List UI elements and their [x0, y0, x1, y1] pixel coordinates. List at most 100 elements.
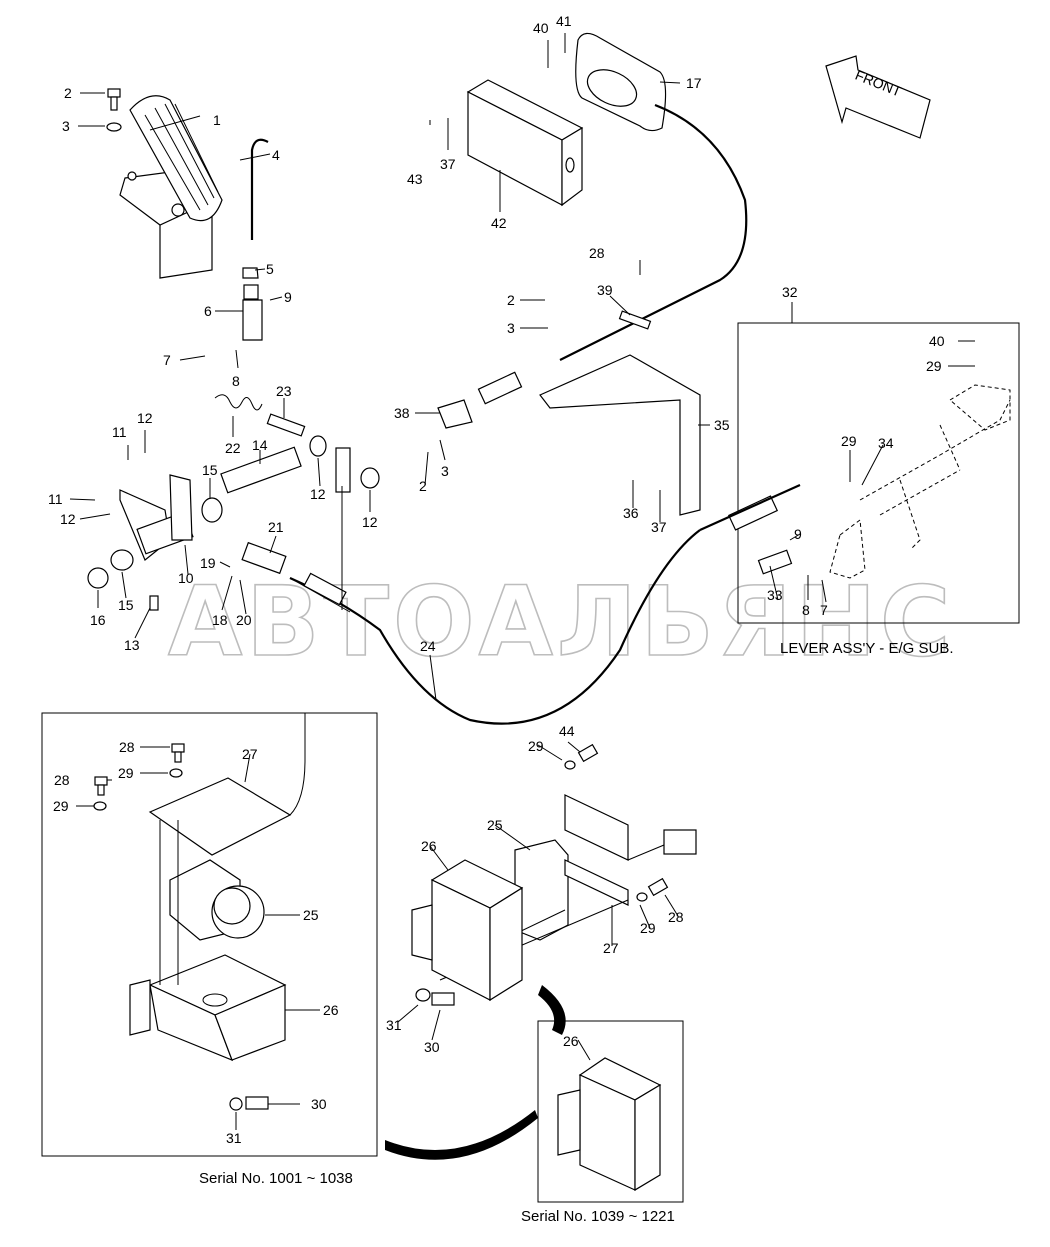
callout-28: 28	[119, 739, 135, 755]
cable-17	[559, 103, 748, 361]
callout-40: 40	[533, 20, 549, 36]
callout-24: 24	[420, 638, 436, 654]
callout-30: 30	[311, 1096, 327, 1112]
lever-bracket-10	[119, 474, 194, 561]
callout-labels: 1 2 3 4 5 6 9 7 8 23 22 14 11 12 11 12 1…	[48, 13, 954, 1225]
callout-29: 29	[841, 433, 857, 449]
callout-23: 23	[276, 383, 292, 399]
callout-4: 4	[272, 147, 280, 163]
callout-22: 22	[225, 440, 241, 456]
motor-25-center	[514, 839, 569, 941]
bracket-35	[539, 354, 701, 516]
indicator-arrow-b	[385, 1110, 538, 1160]
washer-3-top	[106, 122, 122, 132]
indicator-arrow-a	[538, 985, 566, 1035]
callout-27: 27	[242, 746, 258, 762]
callout-1: 1	[213, 112, 221, 128]
callout-29: 29	[528, 738, 544, 754]
bracket-27-inset	[148, 777, 292, 856]
callout-31: 31	[386, 1017, 402, 1033]
callout-42: 42	[491, 215, 507, 231]
callout-29: 29	[53, 798, 69, 814]
accelerator-pedal	[119, 95, 223, 279]
callout-27: 27	[603, 940, 619, 956]
cable-end-24	[303, 572, 347, 606]
callout-21: 21	[268, 519, 284, 535]
rod-end-33	[727, 495, 793, 575]
callout-25: 25	[487, 817, 503, 833]
plate-link	[335, 447, 351, 493]
spring-22	[214, 394, 263, 411]
front-arrow: FRONT	[825, 55, 931, 139]
serial-caption-b: Serial No. 1039 ~ 1221	[521, 1208, 675, 1225]
callout-19: 19	[200, 555, 216, 571]
callout-26: 26	[323, 1002, 339, 1018]
lever-assy-e-g-sub	[829, 384, 1011, 579]
callout-2: 2	[419, 478, 427, 494]
lever-assy-box	[737, 322, 1020, 624]
callout-41: 41	[556, 13, 572, 29]
callout-39: 39	[597, 282, 613, 298]
clevis-21	[241, 541, 287, 575]
bushing-15-b	[110, 549, 134, 571]
callout-29: 29	[926, 358, 942, 374]
callout-28: 28	[589, 245, 605, 261]
callout-44: 44	[559, 723, 575, 739]
bracket-17	[575, 32, 667, 132]
callout-15: 15	[118, 597, 134, 613]
callout-15: 15	[202, 462, 218, 478]
callout-30: 30	[424, 1039, 440, 1055]
cover-26-center	[411, 859, 524, 1002]
callout-16: 16	[90, 612, 106, 628]
bushing-15-a	[201, 497, 223, 523]
callout-10: 10	[178, 570, 194, 586]
callout-37: 37	[651, 519, 667, 535]
serial-inset-b	[537, 1020, 684, 1203]
callout-3: 3	[507, 320, 515, 336]
connector	[663, 829, 697, 855]
callout-25: 25	[303, 907, 319, 923]
callout-26: 26	[421, 838, 437, 854]
callout-12: 12	[60, 511, 76, 527]
callout-29: 29	[118, 765, 134, 781]
callout-26: 26	[563, 1033, 579, 1049]
callout-18: 18	[212, 612, 228, 628]
callout-11: 11	[48, 491, 63, 507]
callout-8: 8	[232, 373, 240, 389]
callout-29: 29	[640, 920, 656, 936]
bolt-23	[266, 413, 306, 437]
callout-40: 40	[929, 333, 945, 349]
callout-9: 9	[284, 289, 292, 305]
callout-20: 20	[236, 612, 252, 628]
callout-8: 8	[802, 602, 810, 618]
callout-28: 28	[54, 772, 70, 788]
callout-17: 17	[686, 75, 702, 91]
callout-3: 3	[62, 118, 70, 134]
callout-3: 3	[441, 463, 449, 479]
bushing-12-a	[309, 435, 327, 457]
pedal-rod	[242, 138, 269, 341]
washer-16	[87, 567, 109, 589]
cover-42	[466, 79, 584, 207]
callout-12: 12	[362, 514, 378, 530]
callout-38: 38	[394, 405, 410, 421]
callout-11: 11	[112, 424, 127, 440]
callout-7: 7	[163, 352, 171, 368]
callout-13: 13	[124, 637, 140, 653]
watermark: АВТОАЛЬЯНС	[168, 566, 954, 678]
leader-lines	[69, 33, 975, 1130]
callout-9: 9	[794, 526, 802, 542]
bushing-12-b	[360, 467, 380, 489]
inset-hardware	[93, 743, 669, 1111]
callout-6: 6	[204, 303, 212, 319]
callout-5: 5	[266, 261, 274, 277]
nipple-13	[149, 595, 159, 611]
cover-26-inset	[129, 954, 287, 1062]
callout-12: 12	[137, 410, 153, 426]
callout-14: 14	[252, 437, 268, 453]
clamp-39	[618, 310, 652, 330]
cable-end-38	[437, 371, 523, 429]
callout-7: 7	[820, 602, 828, 618]
